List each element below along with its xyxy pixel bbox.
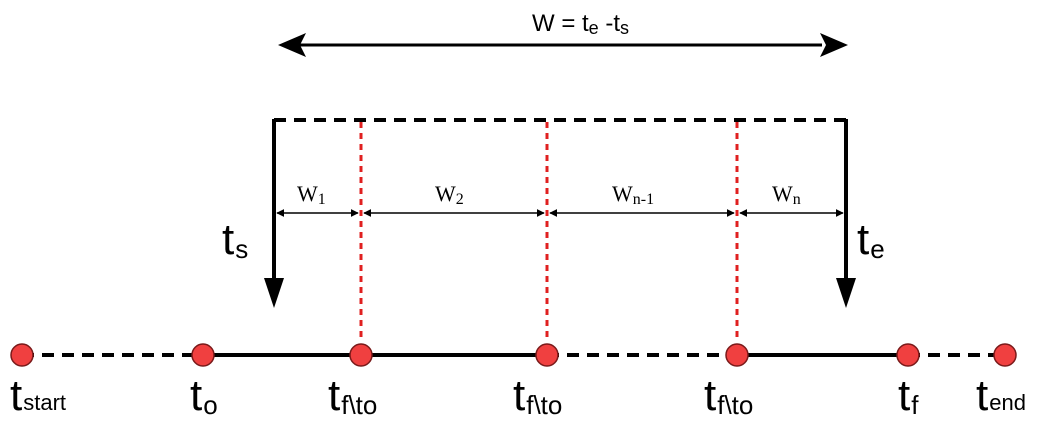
formula-left: W = t xyxy=(532,10,589,37)
segment-label-1-sub: 1 xyxy=(317,191,326,208)
point-fto-3 xyxy=(725,343,749,367)
point-label-f: tf xyxy=(898,371,919,420)
segment-label-3: Wn-1 xyxy=(612,181,655,208)
point-f xyxy=(896,343,920,367)
point-label-end-sub: end xyxy=(989,390,1026,415)
point-label-fto-3: tf\to xyxy=(704,371,754,420)
segment-label-3-sub: n-1 xyxy=(632,191,655,208)
point-fto-1 xyxy=(349,343,373,367)
segment-label-2-base: W xyxy=(435,181,456,206)
segment-label-1: W1 xyxy=(297,181,326,208)
point-label-start-base: t xyxy=(10,371,23,420)
point-o xyxy=(191,343,215,367)
segment-label-4: Wn xyxy=(772,181,801,208)
total-window-arrow xyxy=(278,33,848,57)
point-label-fto-1-sub: f\to xyxy=(341,390,378,420)
point-label-end-base: t xyxy=(976,371,989,420)
point-start xyxy=(10,343,34,367)
point-label-f-base: t xyxy=(898,371,911,420)
point-label-start-sub: start xyxy=(23,390,67,415)
window-start-base: t xyxy=(222,215,235,264)
point-label-fto-3-base: t xyxy=(704,371,717,420)
formula-minus: -t xyxy=(598,10,621,37)
point-label-o-base: t xyxy=(190,371,203,420)
point-label-end: tend xyxy=(976,374,1026,418)
segment-label-4-base: W xyxy=(772,181,793,206)
point-label-fto-3-sub: f\to xyxy=(717,390,754,420)
segment-label-3-base: W xyxy=(612,181,633,206)
window-end-sub: e xyxy=(870,234,885,264)
point-label-o: to xyxy=(190,371,218,420)
window-end-base: t xyxy=(857,215,870,264)
point-label-fto-2-base: t xyxy=(513,371,526,420)
point-end xyxy=(993,343,1017,367)
formula-sub-s: s xyxy=(620,18,630,38)
segment-label-2-sub: 2 xyxy=(455,191,464,208)
point-label-fto-1: tf\to xyxy=(328,371,378,420)
point-fto-2 xyxy=(535,343,559,367)
window-end-arrow xyxy=(836,119,856,308)
segment-label-4-sub: n xyxy=(792,191,801,208)
point-label-fto-1-base: t xyxy=(328,371,341,420)
window-start-sub: s xyxy=(235,234,249,264)
window-start-arrow xyxy=(264,119,284,308)
timeline-points xyxy=(10,343,1017,367)
point-label-f-sub: f xyxy=(911,390,919,420)
point-label-fto-2: tf\to xyxy=(513,371,563,420)
point-label-o-sub: o xyxy=(203,390,218,420)
point-label-start: tstart xyxy=(10,374,66,418)
window-formula: W = te -ts xyxy=(532,10,630,38)
window-end-label: te xyxy=(857,215,885,264)
point-label-fto-2-sub: f\to xyxy=(526,390,563,420)
formula-sub-e: e xyxy=(588,18,599,38)
segment-label-2: W2 xyxy=(435,181,464,208)
window-start-label: ts xyxy=(222,215,249,264)
segment-label-1-base: W xyxy=(297,181,318,206)
